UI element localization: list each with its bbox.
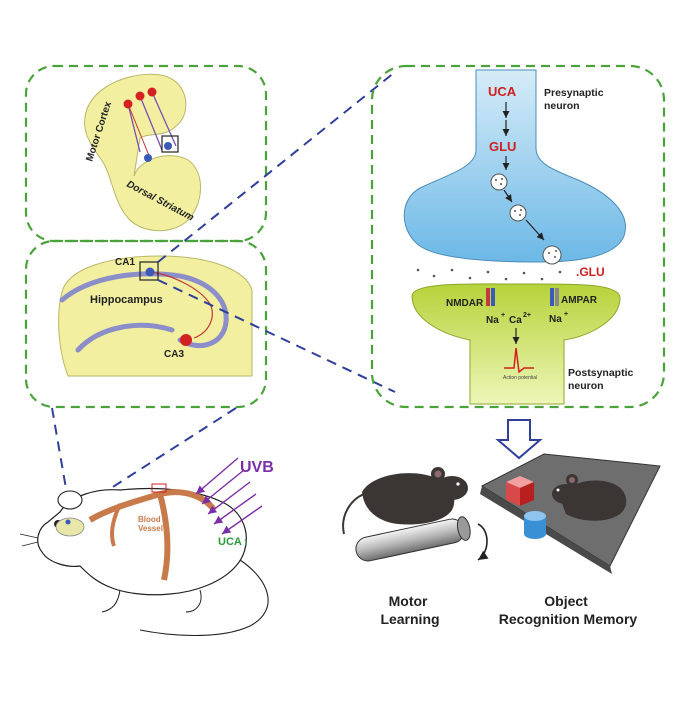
mouse-illustration xyxy=(19,483,269,636)
action-potential-trace xyxy=(504,347,534,374)
vesicles xyxy=(490,173,562,265)
ca1-label: CA1 xyxy=(115,257,135,268)
ca3-neuron xyxy=(180,334,192,346)
rotarod-scene xyxy=(342,467,489,562)
object-recognition-label: Object Recognition Memory xyxy=(499,593,638,627)
motor-cortex-shape xyxy=(84,73,201,232)
blue-cylinder-object xyxy=(524,511,546,539)
presynaptic-label: Presynaptic neuron xyxy=(544,87,606,112)
nmdar-receptor[interactable] xyxy=(486,288,495,306)
uca-up-label: UCA↑ xyxy=(218,536,248,548)
na-left-label: Na xyxy=(486,315,499,326)
uca-label: UCA xyxy=(488,84,517,99)
uvb-label: UVB xyxy=(240,459,274,476)
hippocampus-label: Hippocampus xyxy=(90,294,163,306)
lower-left-panel xyxy=(24,239,268,409)
blood-vessel-label: Blood Vessel xyxy=(138,515,163,533)
ca-sup: 2+ xyxy=(523,312,531,319)
synapse-panel xyxy=(370,64,666,409)
ca1-neuron xyxy=(145,267,155,277)
glu-label-top: GLU xyxy=(489,139,516,154)
mouse-link-line-1 xyxy=(51,407,69,501)
uvb-rays xyxy=(195,457,263,535)
nmdar-label: NMDAR xyxy=(446,298,484,309)
rotarod-rod xyxy=(355,516,471,562)
ca1-box xyxy=(139,261,159,281)
presynaptic-terminal xyxy=(403,69,626,263)
action-potential-label: Action potential xyxy=(503,375,537,381)
ca3-label: CA3 xyxy=(164,349,184,360)
down-arrow xyxy=(495,419,543,460)
na-right-sup: + xyxy=(564,311,568,318)
na-left-sup: + xyxy=(501,312,505,319)
ca-label: Ca xyxy=(509,315,522,326)
ampar-label: AMPAR xyxy=(561,295,598,306)
object-recognition-scene xyxy=(480,453,661,574)
motor-learning-label: Motor Learning xyxy=(380,593,439,627)
corticostriatal-neurons xyxy=(123,87,179,162)
zoom-line-bottom xyxy=(157,279,396,393)
hippocampus-cell-layer xyxy=(59,271,229,349)
na-right-label: Na xyxy=(549,314,562,325)
glu-release-label: .GLU xyxy=(576,265,605,279)
ampar-receptor[interactable] xyxy=(550,288,559,306)
red-cube-object xyxy=(506,476,534,506)
postsynaptic-label: Postsynaptic neuron xyxy=(568,367,636,392)
